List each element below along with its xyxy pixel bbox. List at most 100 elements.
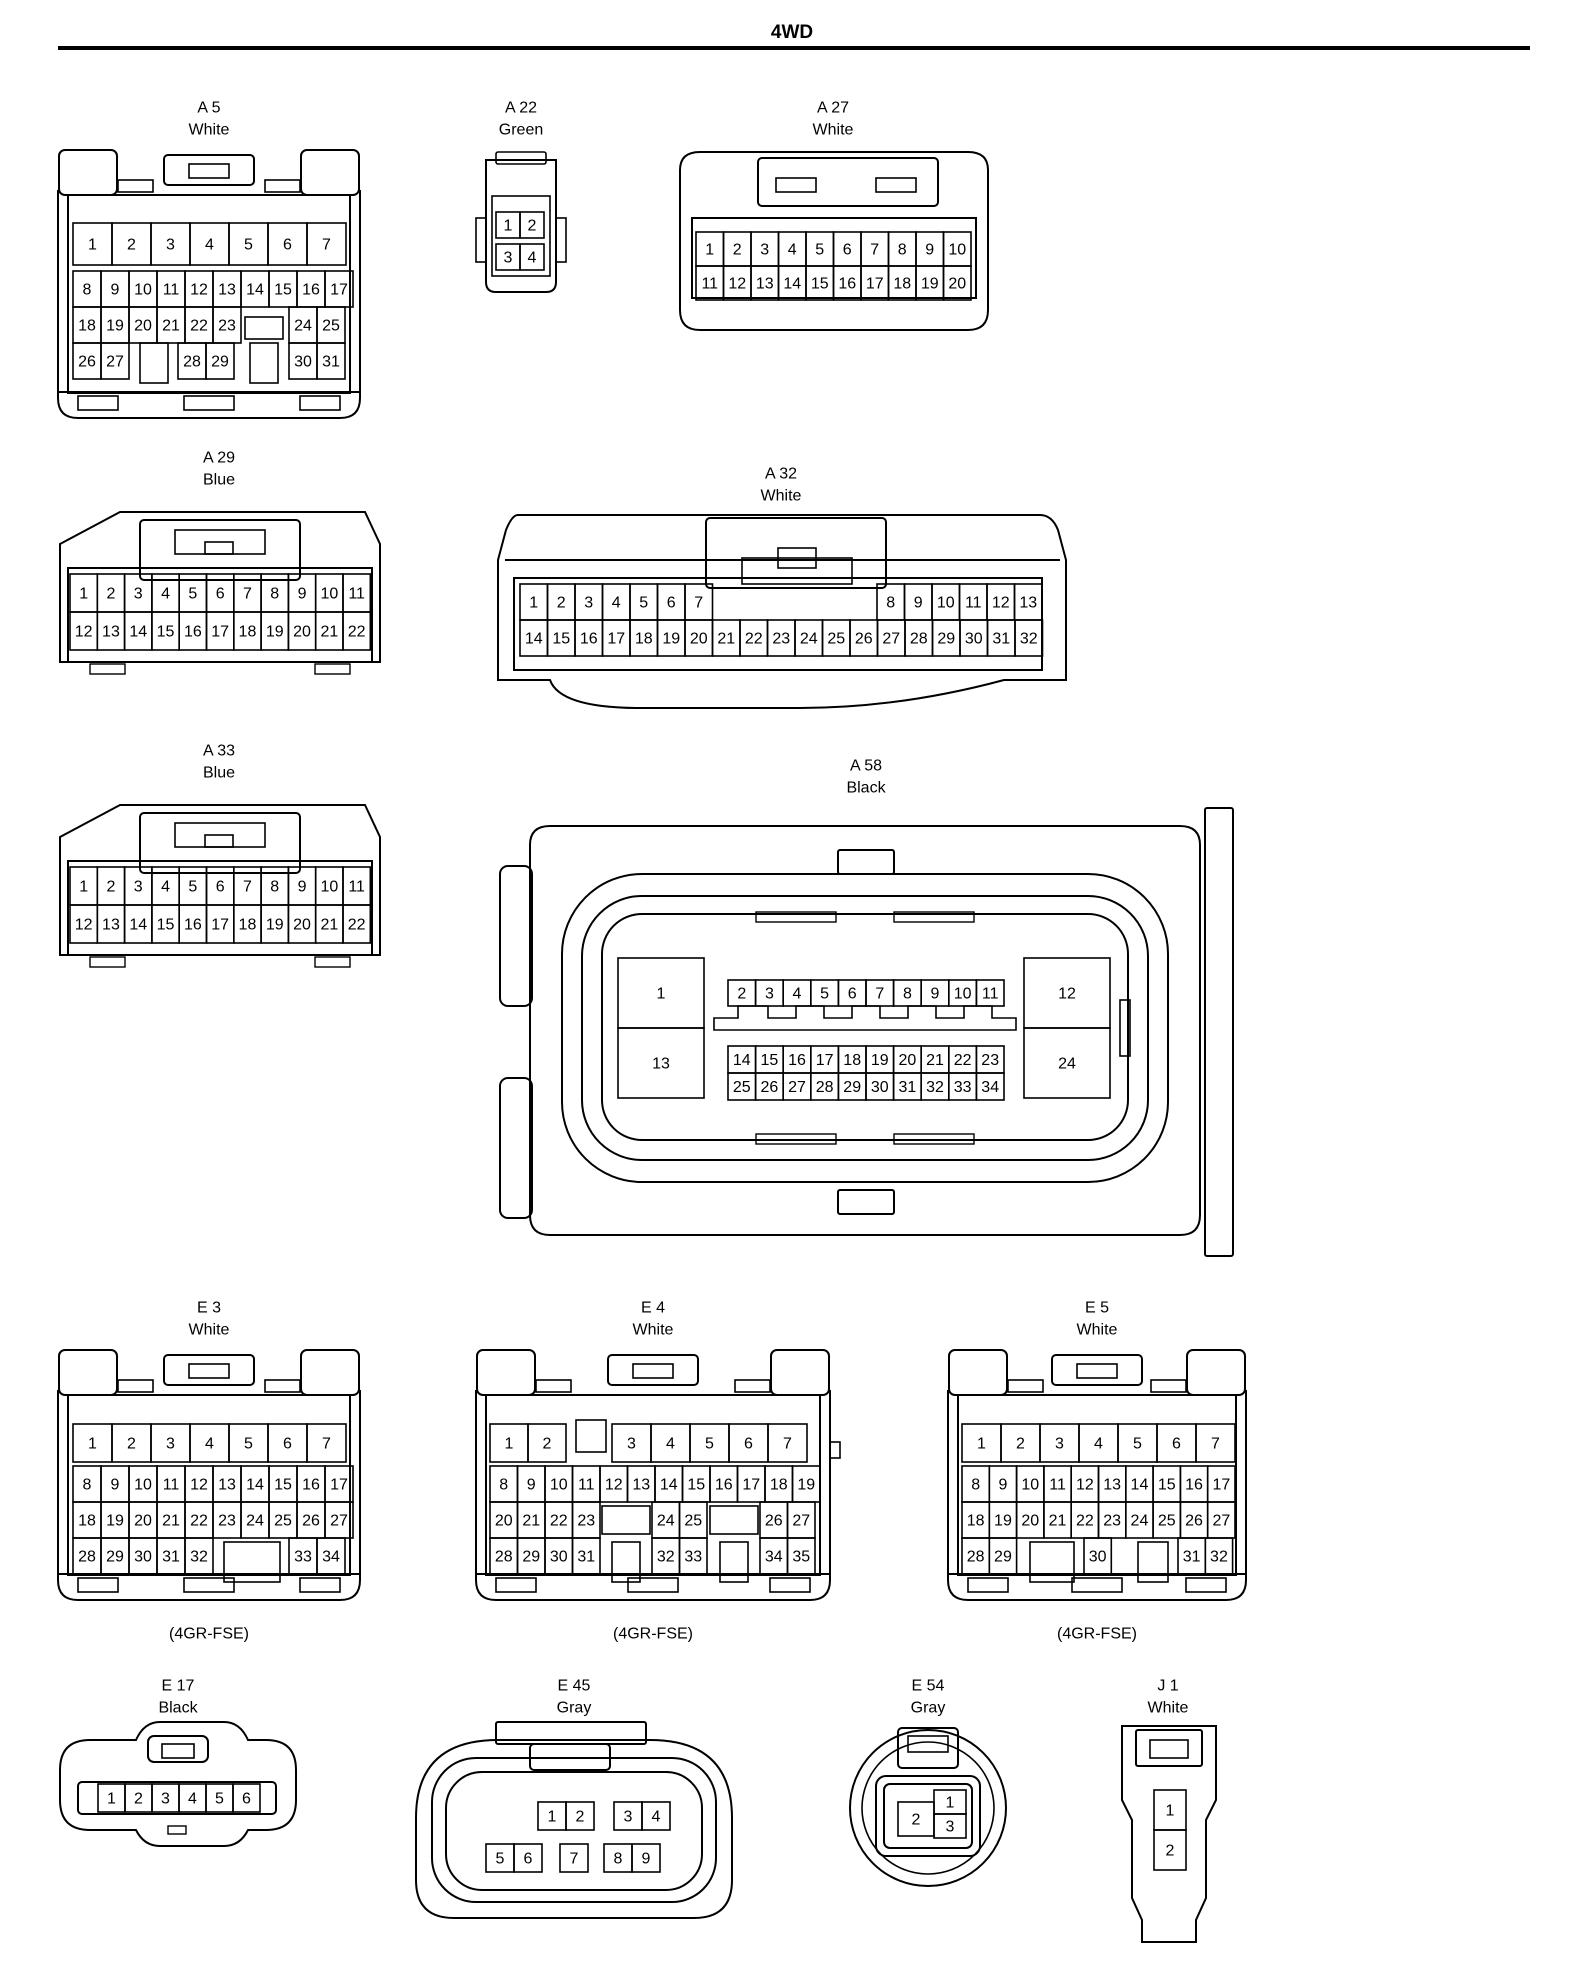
pin-number: 1 [504, 218, 513, 235]
pin-cell: 30 [865, 1072, 895, 1101]
pin-cell: 3 [754, 979, 784, 1007]
pin-number: 2 [134, 1791, 143, 1808]
pin-number: 21 [320, 917, 338, 934]
pin-number: 16 [715, 1477, 733, 1494]
pin-number: 8 [270, 586, 279, 603]
pin-number: 23 [772, 631, 790, 648]
pin-cell: 21 [314, 611, 344, 651]
pin-cell: 8 [887, 231, 917, 267]
pin-number: 27 [330, 1513, 348, 1530]
pin-number: 28 [183, 354, 201, 371]
pin-number: 1 [88, 1436, 97, 1453]
pin-cell: 3 [750, 231, 780, 267]
pin-cell: 28 [489, 1537, 519, 1575]
pin-number: 35 [792, 1549, 810, 1566]
pin-number: 15 [1158, 1477, 1176, 1494]
pin-cell: 29 [100, 1537, 130, 1575]
pin-number: 26 [1185, 1513, 1203, 1530]
pin-number: 10 [320, 879, 338, 896]
pin-cell: 16 [832, 265, 862, 301]
pin-cell: 21 [711, 619, 741, 657]
pin-number: 23 [218, 1513, 236, 1530]
connector-color: Gray [557, 1700, 592, 1717]
pin-number: 9 [298, 879, 307, 896]
pin-cell: 24 [240, 1501, 270, 1539]
pin-cell: 16 [296, 270, 326, 308]
pin-cell: 23 [212, 1501, 242, 1539]
pin-number: 3 [166, 237, 175, 254]
pin-number: 3 [584, 595, 593, 612]
pin-number: 4 [205, 237, 214, 254]
connector-color: White [1148, 1700, 1189, 1717]
pin-number: 30 [294, 354, 312, 371]
pin-cell: 11 [695, 265, 725, 301]
pin-cell: 20 [128, 306, 158, 344]
pin-cell: 10 [314, 866, 344, 906]
pin-cell: 7 [860, 231, 890, 267]
pin-cell: 6 [513, 1843, 543, 1873]
pin-number: 14 [525, 631, 543, 648]
pin-cell: 8 [892, 979, 922, 1007]
pin-cell: 19 [791, 1465, 821, 1503]
pin-cell: 22 [739, 619, 769, 657]
pin-number: 1 [79, 586, 88, 603]
pin-number: 11 [701, 276, 718, 293]
pin-number: 12 [605, 1477, 623, 1494]
pin-number: 5 [820, 986, 829, 1003]
connector-color: White [761, 488, 802, 505]
pin-number: 4 [666, 1436, 675, 1453]
pin-cell: 1 [961, 1423, 1002, 1463]
pin-number: 13 [1103, 1477, 1121, 1494]
pin-cell: 17 [860, 265, 890, 301]
pin-cell: 12 [69, 904, 99, 944]
pin-number: 7 [322, 237, 331, 254]
pin-cell: 17 [601, 619, 631, 657]
pin-number: 12 [728, 276, 746, 293]
pin-number: 25 [1158, 1513, 1176, 1530]
pin-number: 19 [266, 917, 284, 934]
pin-cell: 26 [72, 342, 102, 380]
pin-cell: 22 [184, 306, 214, 344]
pin-cell: 10 [128, 270, 158, 308]
pin-cell: 22 [1070, 1501, 1100, 1539]
pin-number: 18 [893, 276, 911, 293]
pin-cell: 14 [123, 904, 153, 944]
pin-number: 17 [1212, 1477, 1230, 1494]
pin-cell: 2 [1000, 1423, 1041, 1463]
pin-number: 22 [190, 318, 208, 335]
pin-number: 4 [793, 986, 802, 1003]
pin-cell: 19 [100, 1501, 130, 1539]
connector-id: E 4 [641, 1300, 665, 1317]
pin-number: 30 [550, 1549, 568, 1566]
pin-cell: 25 [821, 619, 851, 657]
pin-number: 15 [274, 1477, 292, 1494]
pin-number: 19 [266, 624, 284, 641]
pin-cell: 8 [489, 1465, 519, 1503]
pin-cell: 8 [603, 1843, 633, 1873]
housing-outline [679, 151, 989, 331]
pin-cell: 29 [988, 1537, 1018, 1575]
pin-number: 5 [815, 242, 824, 259]
pin-cell: 11 [156, 1465, 186, 1503]
pin-cell: 19 [260, 611, 290, 651]
pin-number: 9 [111, 282, 120, 299]
pin-number: 5 [496, 1851, 505, 1868]
pin-number: 18 [78, 1513, 96, 1530]
pin-cell: 27 [786, 1501, 816, 1539]
pin-cell: 7 [306, 1423, 347, 1463]
pin-cell: 17 [324, 270, 354, 308]
pin-cell: 33 [947, 1072, 978, 1101]
pin-number: 17 [211, 917, 229, 934]
pin-number: 29 [843, 1079, 861, 1096]
pin-cell: 30 [544, 1537, 574, 1575]
pin-number: 14 [129, 917, 147, 934]
pin-cell: 24 [1125, 1501, 1154, 1539]
pin-cell: 9 [631, 1843, 661, 1873]
pin-number: 18 [843, 1052, 861, 1069]
pin-number: 22 [745, 631, 763, 648]
pin-cell: 25 [727, 1072, 757, 1101]
